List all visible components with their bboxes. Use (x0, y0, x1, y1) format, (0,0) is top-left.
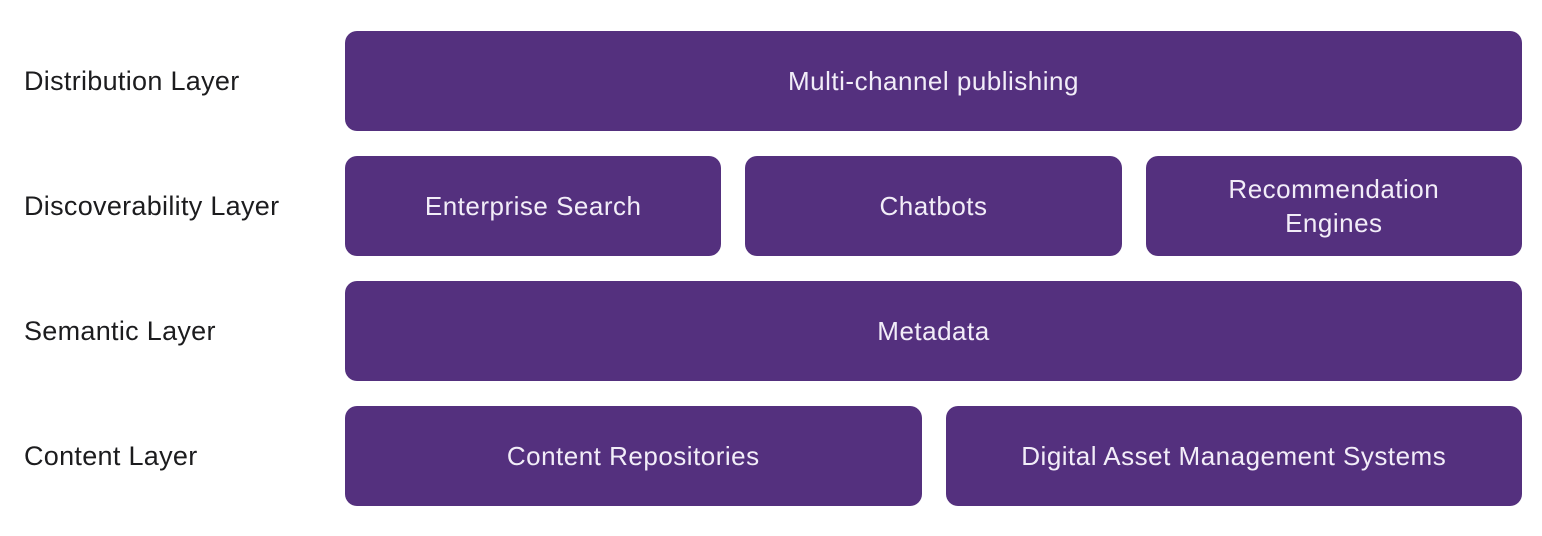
box-recommendation-engines-label: Recommendation Engines (1228, 174, 1440, 238)
box-metadata: Metadata (345, 281, 1522, 381)
box-recommendation-engines: Recommendation Engines (1145, 156, 1522, 256)
box-content-repositories-label: Content Repositories (506, 441, 760, 471)
box-metadata-label: Metadata (877, 316, 990, 346)
box-content-repositories: Content Repositories (345, 406, 922, 506)
content-layer-row: Content Layer Content Repositories Digit… (24, 406, 1522, 506)
semantic-layer-row: Semantic Layer Metadata (24, 281, 1522, 381)
box-multi-channel-publishing: Multi-channel publishing (345, 31, 1522, 131)
semantic-layer-boxes: Metadata (345, 281, 1522, 381)
layer-label-distribution: Distribution Layer (24, 65, 240, 96)
box-digital-asset-management-systems-label: Digital Asset Management Systems (1021, 441, 1447, 471)
layer-label-semantic: Semantic Layer (24, 315, 216, 346)
box-chatbots-label: Chatbots (879, 191, 988, 221)
layer-label-discoverability: Discoverability Layer (24, 190, 280, 221)
box-enterprise-search-label: Enterprise Search (424, 191, 642, 221)
content-layer-boxes: Content Repositories Digital Asset Manag… (345, 406, 1522, 506)
box-multi-channel-publishing-label: Multi-channel publishing (788, 66, 1079, 96)
distribution-layer-boxes: Multi-channel publishing (345, 31, 1522, 131)
distribution-layer-row: Distribution Layer Multi-channel publish… (24, 31, 1522, 131)
box-digital-asset-management-systems: Digital Asset Management Systems (945, 406, 1522, 506)
box-chatbots: Chatbots (745, 156, 1122, 256)
layer-label-content: Content Layer (24, 440, 198, 471)
box-enterprise-search: Enterprise Search (345, 156, 722, 256)
discoverability-layer-row: Discoverability Layer Enterprise Search … (24, 156, 1522, 256)
discoverability-layer-boxes: Enterprise Search Chatbots Recommendatio… (345, 156, 1522, 256)
